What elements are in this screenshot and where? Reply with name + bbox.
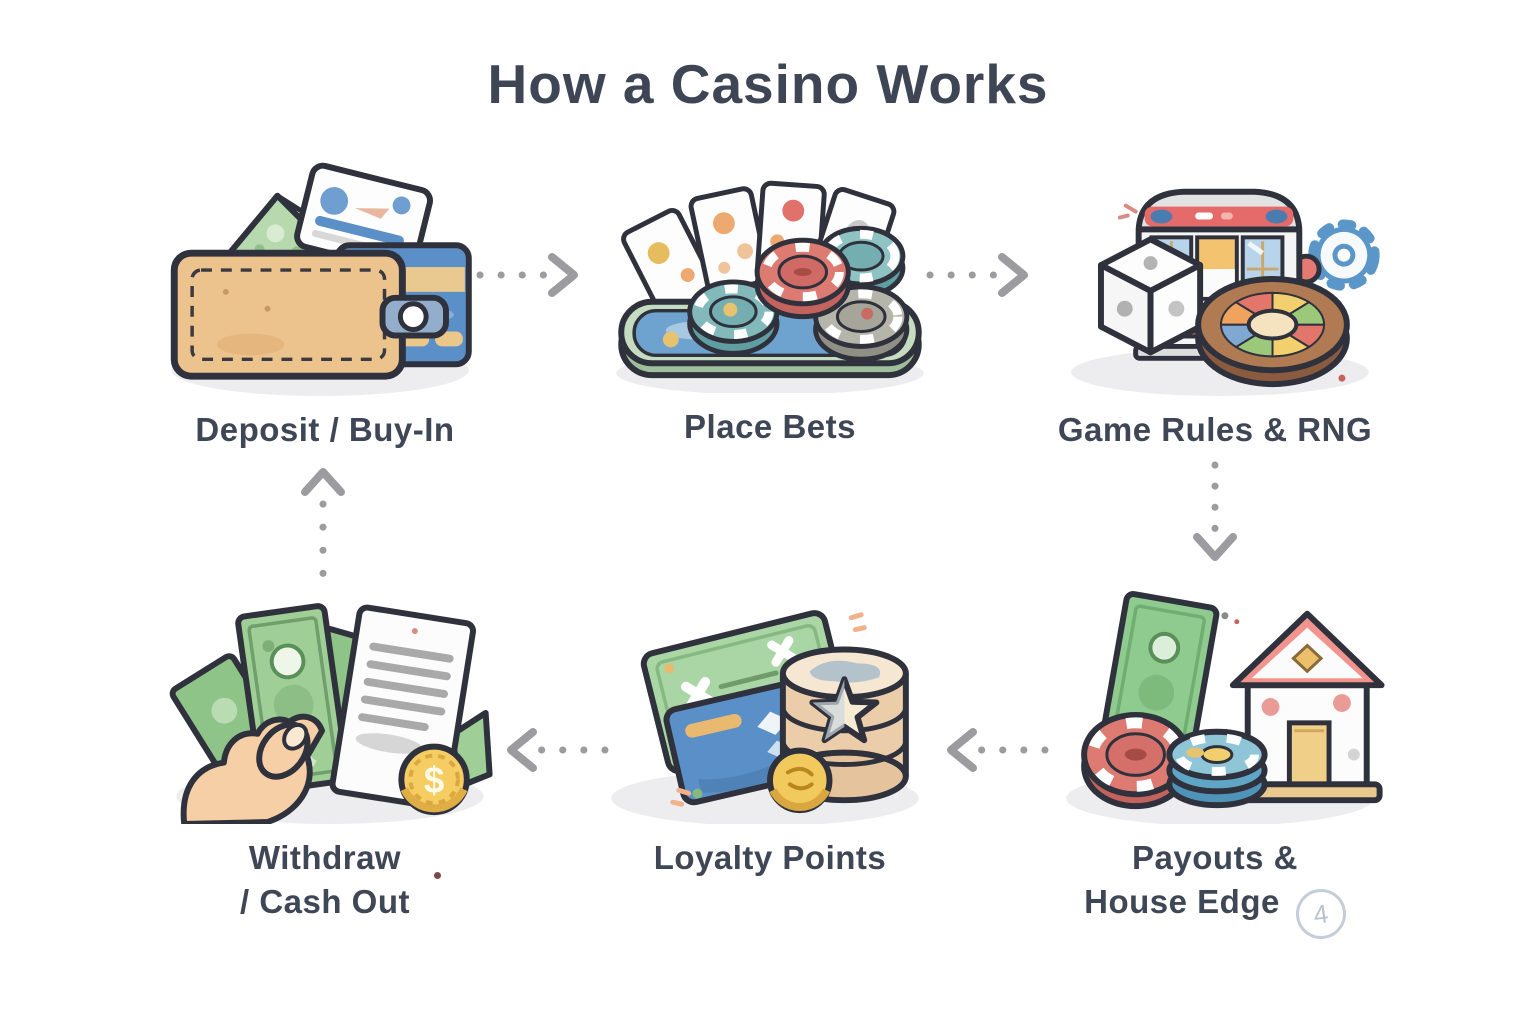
step-label-deposit: Deposit / Buy-In bbox=[195, 411, 455, 448]
step-label-withdraw: Withdraw / Cash Out bbox=[239, 839, 411, 920]
gear-icon bbox=[1308, 219, 1380, 291]
house bbox=[1229, 610, 1385, 804]
page-title: How a Casino Works bbox=[487, 53, 1049, 115]
poker-chips bbox=[687, 225, 910, 362]
arrow-loyalty-to-withdraw bbox=[507, 728, 609, 772]
step-label-game-rules: Game Rules & RNG bbox=[1057, 411, 1373, 448]
cards-chips-table-icon bbox=[616, 180, 924, 393]
arrow-place-bets-to-game-rules bbox=[926, 253, 1028, 297]
paint-speck bbox=[434, 872, 441, 879]
wallet-cash-card-icon bbox=[170, 162, 472, 396]
hand-cash-receipt-coin-icon: $ bbox=[169, 603, 493, 824]
speck bbox=[1221, 612, 1229, 620]
cards-token-stack-coin-icon bbox=[611, 610, 919, 824]
token-top-splash bbox=[809, 660, 881, 683]
poker-chip-gray bbox=[813, 284, 910, 362]
step-place-bets: Place Bets bbox=[540, 155, 1000, 449]
step-loyalty-points: Loyalty Points bbox=[540, 586, 1000, 880]
arrow-payouts-to-loyalty bbox=[947, 728, 1049, 772]
speck bbox=[670, 787, 692, 807]
poker-chip-stack-teal bbox=[1166, 728, 1268, 809]
roulette-wheel bbox=[1195, 276, 1350, 388]
arrow-deposit-to-place-bets bbox=[476, 253, 578, 297]
speck bbox=[1234, 619, 1240, 625]
step-label-place-bets: Place Bets bbox=[684, 408, 856, 445]
step-game-rules-rng: Game Rules & RNG bbox=[985, 158, 1445, 452]
speck bbox=[848, 612, 867, 633]
speck bbox=[1338, 374, 1346, 382]
step-deposit-buy-in: Deposit / Buy-In bbox=[95, 158, 555, 452]
step-label-loyalty: Loyalty Points bbox=[653, 839, 887, 876]
step-number-badge: 4 bbox=[1292, 885, 1350, 942]
gold-coin bbox=[767, 747, 833, 814]
wallet bbox=[170, 249, 449, 380]
svg-text:$: $ bbox=[424, 759, 444, 800]
arrow-game-rules-to-payouts bbox=[1193, 461, 1237, 561]
hand bbox=[180, 713, 325, 824]
cash-chips-house-icon bbox=[1066, 591, 1385, 824]
poker-chip-teal-left bbox=[687, 279, 780, 356]
slot-machine-dice-roulette-gear-icon bbox=[1071, 188, 1380, 396]
wallet-clasp bbox=[379, 294, 449, 339]
die bbox=[1097, 236, 1204, 356]
dollar-coin: $ bbox=[398, 743, 470, 816]
arrow-withdraw-to-deposit bbox=[301, 468, 345, 578]
poker-chip-red bbox=[754, 237, 851, 320]
step-withdraw-cash-out: $ Withdraw / Cash Out bbox=[95, 586, 555, 923]
